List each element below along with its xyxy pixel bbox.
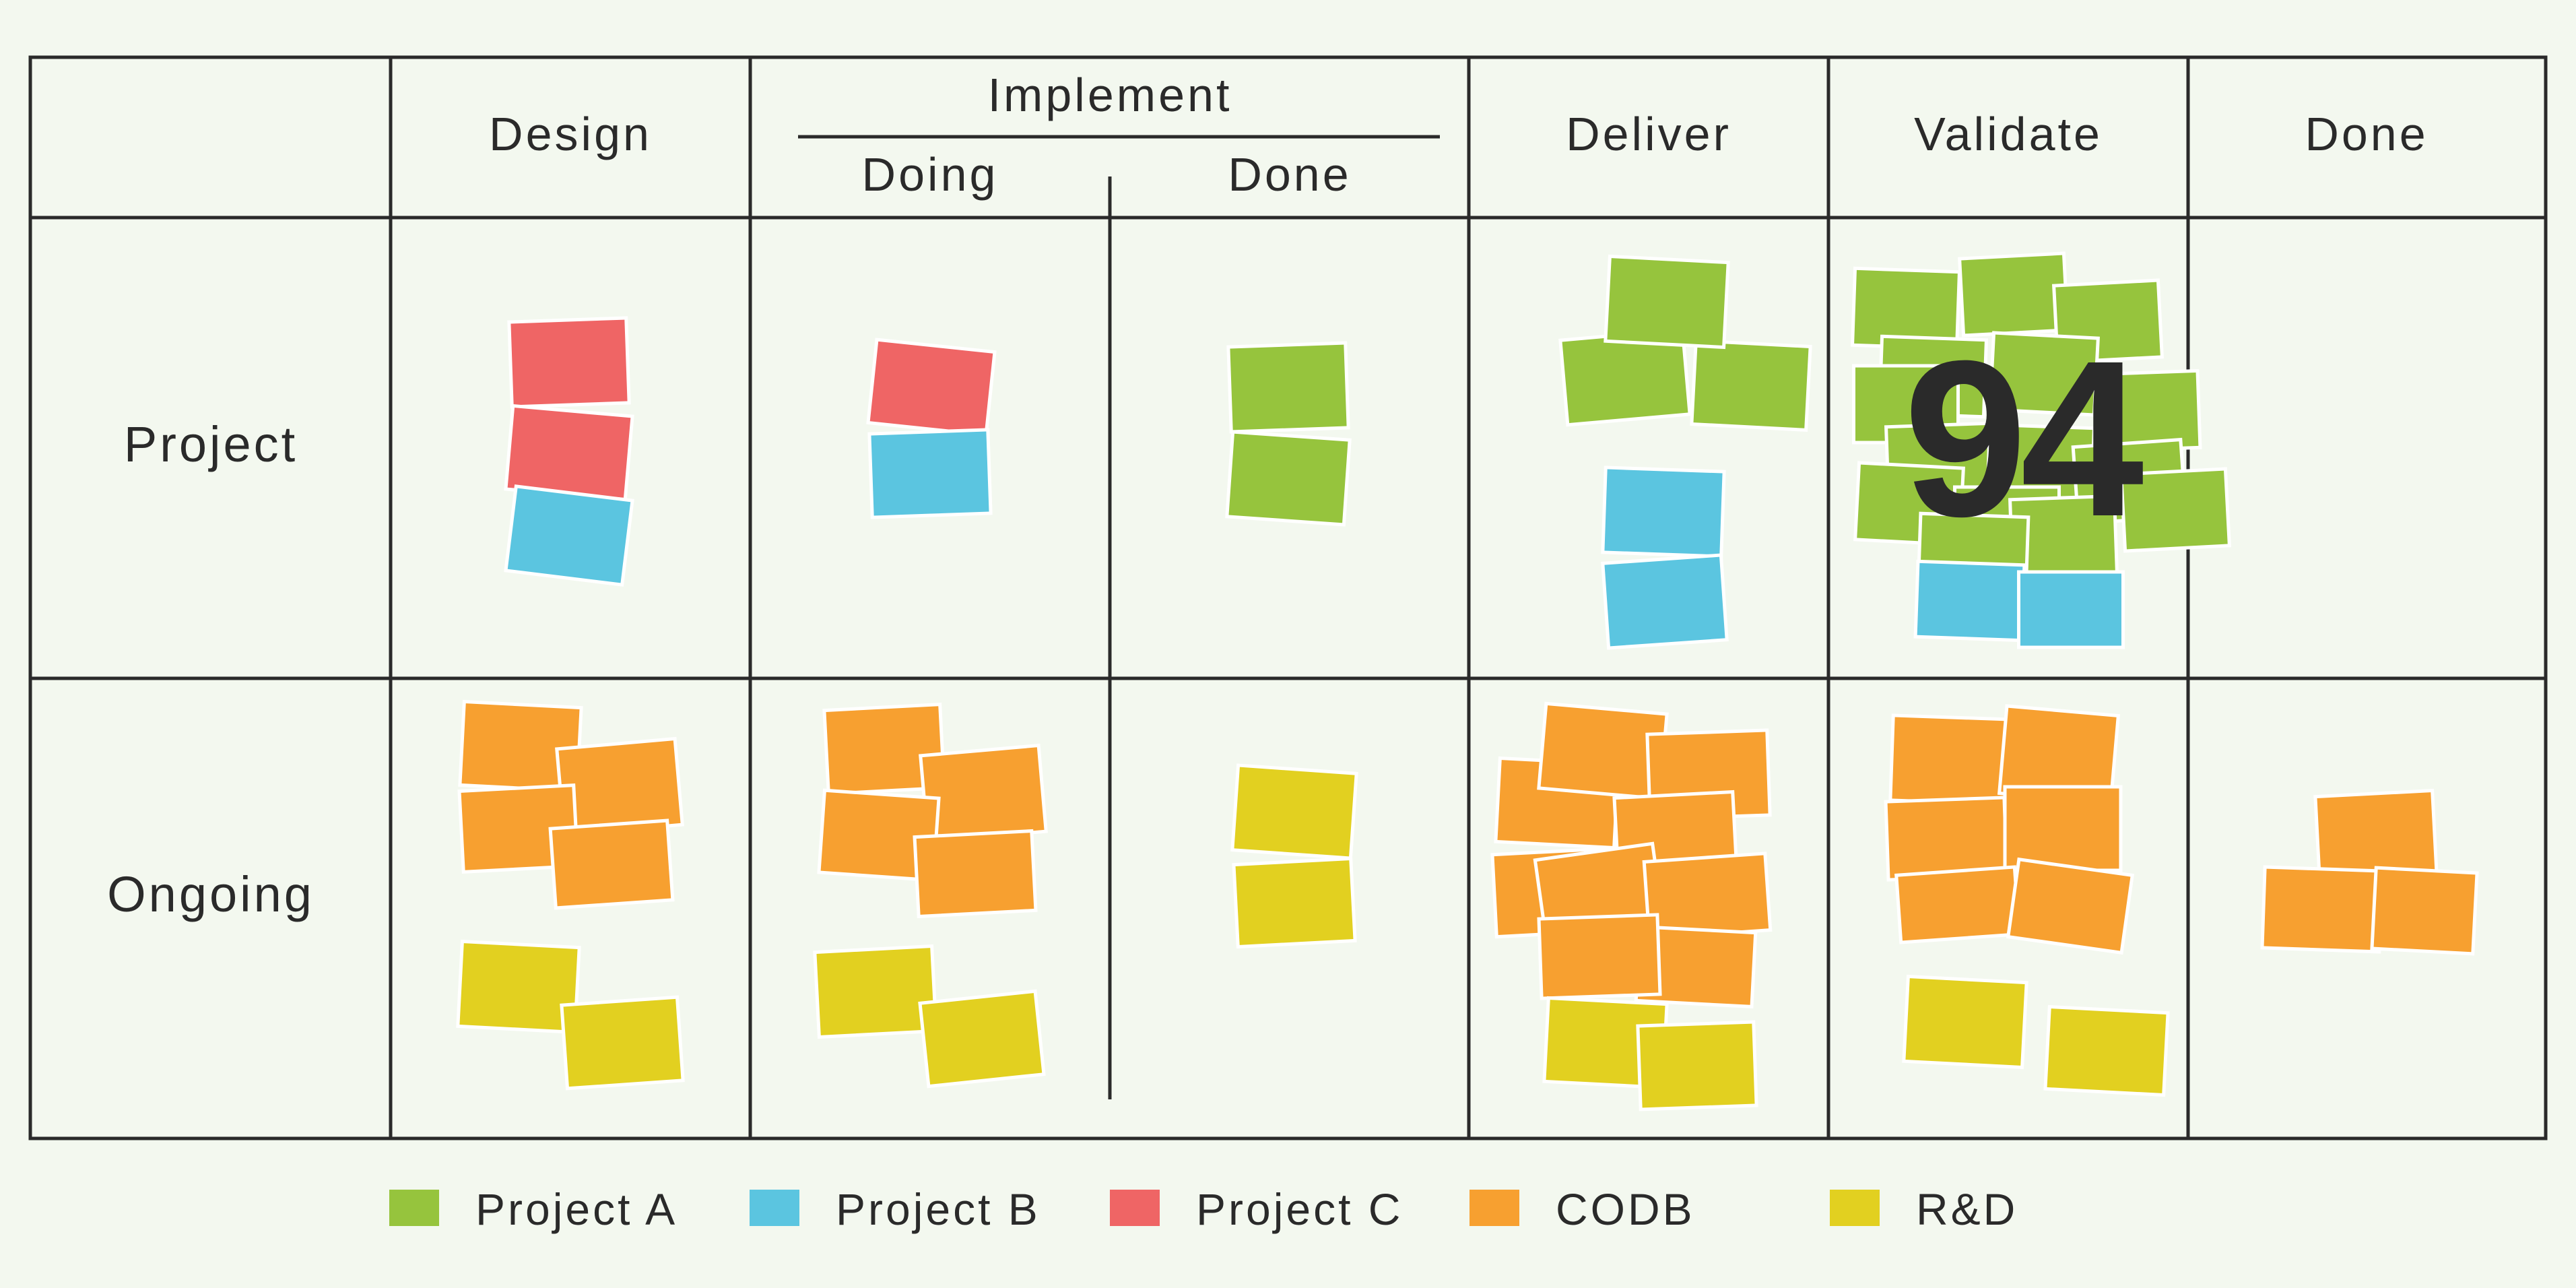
sticky-note-r-d bbox=[560, 995, 685, 1091]
column-header-implement: Implement bbox=[988, 69, 1232, 121]
sticky-notes bbox=[456, 251, 2479, 1112]
sticky-note-r-d bbox=[1232, 856, 1357, 949]
legend-swatch bbox=[1469, 1190, 1519, 1226]
sticky-note-project-a bbox=[1225, 430, 1352, 527]
sticky-note-project-b bbox=[1913, 559, 2026, 643]
sticky-note-r-d bbox=[813, 944, 938, 1039]
sticky-note-codb bbox=[2003, 785, 2123, 872]
legend-swatch bbox=[1110, 1190, 1160, 1226]
sticky-note-r-d bbox=[456, 939, 581, 1035]
sticky-note-project-b bbox=[867, 428, 993, 519]
sticky-note-project-a bbox=[1226, 341, 1350, 434]
legend-swatch bbox=[389, 1190, 439, 1226]
sticky-note-r-d bbox=[1636, 1020, 1758, 1112]
legend-label: Project B bbox=[836, 1184, 1041, 1234]
legend-swatch bbox=[750, 1190, 799, 1226]
sticky-note-r-d bbox=[1902, 974, 2028, 1070]
sticky-note-r-d bbox=[1230, 763, 1358, 860]
sticky-note-codb bbox=[1642, 851, 1773, 940]
sticky-note-project-b bbox=[1601, 465, 1726, 558]
sticky-note-codb bbox=[919, 743, 1048, 844]
column-header-validate: Validate bbox=[1914, 108, 2103, 160]
row-label-ongoing: Ongoing bbox=[107, 866, 315, 922]
legend-label: Project C bbox=[1196, 1184, 1403, 1234]
sticky-note-codb bbox=[2260, 865, 2384, 954]
sticky-note-codb bbox=[913, 829, 1038, 919]
sticky-note-project-b bbox=[2017, 570, 2125, 649]
column-header-done: Done bbox=[2305, 108, 2428, 160]
legend: Project A Project B Project C CODB R&D bbox=[389, 1184, 2018, 1234]
sticky-note-codb bbox=[1537, 913, 1662, 1000]
column-header-design: Design bbox=[489, 108, 652, 160]
sticky-note-codb bbox=[2370, 866, 2479, 956]
sticky-note-r-d bbox=[918, 989, 1046, 1089]
board-frame bbox=[28, 55, 2548, 1140]
legend-swatch bbox=[1830, 1190, 1880, 1226]
legend-label: CODB bbox=[1556, 1184, 1695, 1234]
sticky-note-codb bbox=[548, 818, 675, 910]
sticky-note-codb bbox=[1894, 865, 2021, 944]
sticky-note-project-b bbox=[504, 484, 634, 587]
sticky-note-project-c bbox=[507, 316, 631, 409]
row-label-project: Project bbox=[124, 416, 298, 472]
column-header-implement-doing: Doing bbox=[862, 148, 999, 201]
sticky-note-project-a bbox=[2119, 467, 2232, 553]
sticky-note-codb bbox=[1888, 713, 2014, 806]
column-header-deliver: Deliver bbox=[1566, 108, 1731, 160]
sticky-note-project-a bbox=[1604, 254, 1730, 350]
sticky-note-codb bbox=[2006, 857, 2135, 955]
sticky-note-project-c bbox=[504, 404, 634, 502]
validate-count: 94 bbox=[1903, 314, 2145, 562]
sticky-note-r-d bbox=[2043, 1004, 2170, 1097]
sticky-note-codb bbox=[822, 702, 946, 796]
board-grid bbox=[28, 55, 2548, 1140]
sticky-note-project-a bbox=[1690, 339, 1812, 432]
legend-label: R&D bbox=[1916, 1184, 2018, 1234]
sticky-note-project-b bbox=[1601, 553, 1729, 650]
sticky-note-project-c bbox=[866, 337, 997, 437]
column-header-implement-done: Done bbox=[1228, 148, 1351, 201]
legend-label: Project A bbox=[475, 1184, 678, 1234]
